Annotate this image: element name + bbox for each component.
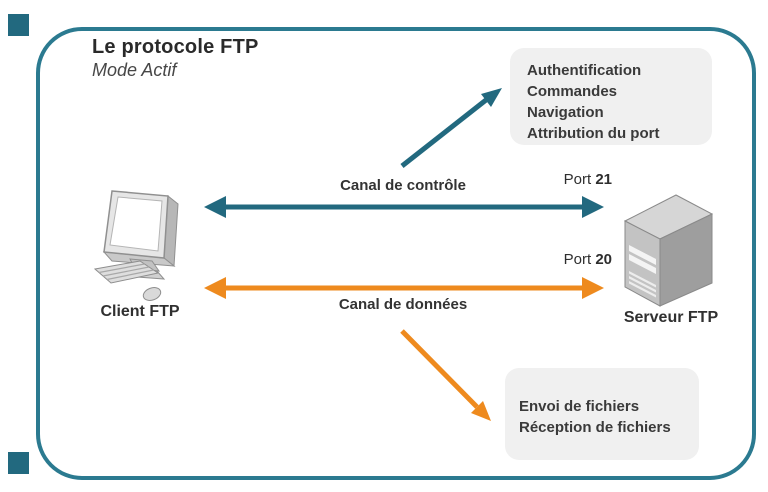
annotation-line: Attribution du port xyxy=(527,125,660,142)
control-port-label: Port 21 xyxy=(512,171,612,188)
mouse xyxy=(142,287,162,301)
data-annotations-box: Envoi de fichiers Réception de fichiers xyxy=(505,368,699,460)
data-channel-label: Canal de données xyxy=(338,296,468,313)
control-channel-arrow xyxy=(204,196,604,218)
diagram-subtitle: Mode Actif xyxy=(92,60,177,80)
server-slot xyxy=(629,245,656,265)
data-channel-arrow xyxy=(204,277,604,299)
port-number: 21 xyxy=(595,171,612,188)
diagram-header: Le protocole FTP Mode Actif xyxy=(92,36,259,81)
annotation-line: Navigation xyxy=(527,104,604,121)
port-word: Port xyxy=(563,251,592,268)
port-word: Port xyxy=(563,171,592,188)
decorative-square-top xyxy=(8,14,29,36)
data-annotation-arrow xyxy=(400,329,491,421)
diagram-title: Le protocole FTP xyxy=(92,36,259,58)
server-vent xyxy=(629,271,656,288)
server-label: Serveur FTP xyxy=(623,309,719,326)
decorative-square-bottom xyxy=(8,452,29,474)
monitor-screen xyxy=(109,196,163,252)
keyboard-keys xyxy=(98,263,154,281)
control-channel-label: Canal de contrôle xyxy=(340,177,466,194)
annotation-line: Réception de fichiers xyxy=(519,419,671,436)
control-annotation-arrow xyxy=(400,88,502,168)
annotation-line: Commandes xyxy=(527,83,618,100)
data-port-label: Port 20 xyxy=(512,251,612,268)
port-number: 20 xyxy=(595,251,612,268)
client-label: Client FTP xyxy=(100,303,180,320)
server-vent xyxy=(629,276,656,293)
annotation-line: Envoi de fichiers xyxy=(519,398,640,415)
server-slot xyxy=(629,254,656,274)
annotation-line: Authentification xyxy=(527,62,642,79)
diagram-border xyxy=(36,27,756,480)
server-icon xyxy=(623,194,714,307)
control-annotations-box: Authentification Commandes Navigation At… xyxy=(510,48,712,145)
client-computer-icon xyxy=(93,190,179,301)
server-vent xyxy=(629,281,656,298)
